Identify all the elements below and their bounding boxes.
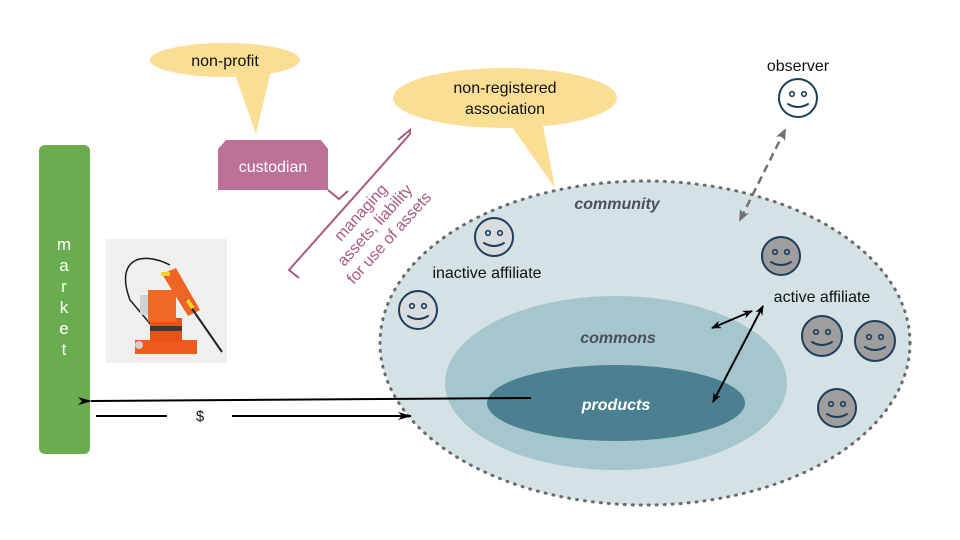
- active-affiliate-label: active affiliate: [774, 289, 871, 306]
- active-affiliate-face-icon: [854, 320, 896, 362]
- face-mouth: [826, 413, 848, 418]
- custodian-shape: [218, 140, 328, 190]
- inactive-affiliate-face-icon: [398, 290, 438, 330]
- active-affiliate-face-icon: [761, 236, 801, 276]
- face-eye: [827, 400, 835, 408]
- active-affiliate-face-icon: [817, 388, 857, 428]
- face-outline: [761, 236, 801, 276]
- association-label-line1: non-registered: [453, 80, 556, 97]
- association-callout: non-registered association: [393, 68, 617, 188]
- nonprofit-callout-tail: [232, 66, 272, 134]
- market-letter: t: [62, 340, 67, 359]
- money-flow: $: [77, 397, 532, 425]
- face-outline: [817, 388, 857, 428]
- face-outline: [398, 290, 438, 330]
- face-eye: [824, 328, 832, 336]
- market-letter: r: [61, 277, 67, 296]
- market-letter: e: [59, 319, 68, 338]
- robot-clip: [185, 298, 195, 310]
- face-eye: [496, 229, 504, 237]
- inactive-affiliate-label: inactive affiliate: [432, 265, 541, 282]
- affiliate-arrows: [711, 305, 764, 403]
- association-label-line2: association: [465, 101, 545, 118]
- face-eye: [877, 333, 885, 341]
- face-eye: [788, 90, 796, 98]
- face-eye: [839, 400, 847, 408]
- face-mouth: [483, 242, 505, 247]
- face-outline: [854, 320, 896, 362]
- face-eye: [484, 229, 492, 237]
- nonprofit-callout: non-profit: [150, 43, 300, 134]
- market-letter: k: [60, 298, 69, 317]
- face-mouth: [811, 341, 833, 346]
- face-eye: [812, 328, 820, 336]
- observer-face-icon: [778, 78, 818, 118]
- face-eye: [865, 333, 873, 341]
- active-affiliate-face-icon: [801, 315, 843, 357]
- face-outline: [801, 315, 843, 357]
- face-mouth: [787, 103, 809, 108]
- bracket-line: [287, 127, 411, 279]
- face-mouth: [864, 346, 886, 351]
- custodian-box: custodian: [218, 140, 328, 190]
- products-affiliate-arrow: [712, 305, 764, 403]
- products-label: products: [581, 397, 651, 414]
- face-mouth: [770, 261, 792, 266]
- association-callout-bubble: [393, 68, 617, 128]
- face-eye: [800, 90, 808, 98]
- face-eye: [783, 248, 791, 256]
- face-mouth: [407, 315, 429, 320]
- product-image: [106, 239, 227, 363]
- robot-knob: [135, 341, 143, 349]
- face-outline: [778, 78, 818, 118]
- inactive-affiliate-face-icon: [474, 217, 514, 257]
- robot-belt: [150, 326, 182, 331]
- observer-label: observer: [767, 58, 830, 75]
- market-letter: m: [57, 235, 71, 254]
- face-eye: [408, 302, 416, 310]
- robot-cable: [124, 257, 171, 327]
- community-label: community: [574, 196, 660, 213]
- commons-label: commons: [580, 330, 656, 347]
- robot-motor: [140, 295, 148, 315]
- bracket-stub: [327, 189, 349, 201]
- nonprofit-label: non-profit: [191, 53, 259, 70]
- products-to-market-arrow: [77, 397, 532, 406]
- robot-base: [135, 340, 197, 354]
- face-eye: [771, 248, 779, 256]
- faces: [398, 78, 896, 428]
- robot-clip-top: [161, 272, 170, 276]
- products-area: products: [487, 365, 745, 441]
- observer-arrow: [738, 128, 787, 222]
- products-ellipse: [487, 365, 745, 441]
- association-callout-tail: [500, 110, 555, 188]
- market-rect: [39, 145, 90, 454]
- face-outline: [474, 217, 514, 257]
- nonprofit-callout-bubble: [150, 43, 300, 77]
- market-letter: a: [59, 256, 69, 275]
- robot-column: [148, 290, 176, 322]
- custodian-label: custodian: [239, 159, 308, 176]
- face-eye: [420, 302, 428, 310]
- currency-label: $: [196, 408, 205, 425]
